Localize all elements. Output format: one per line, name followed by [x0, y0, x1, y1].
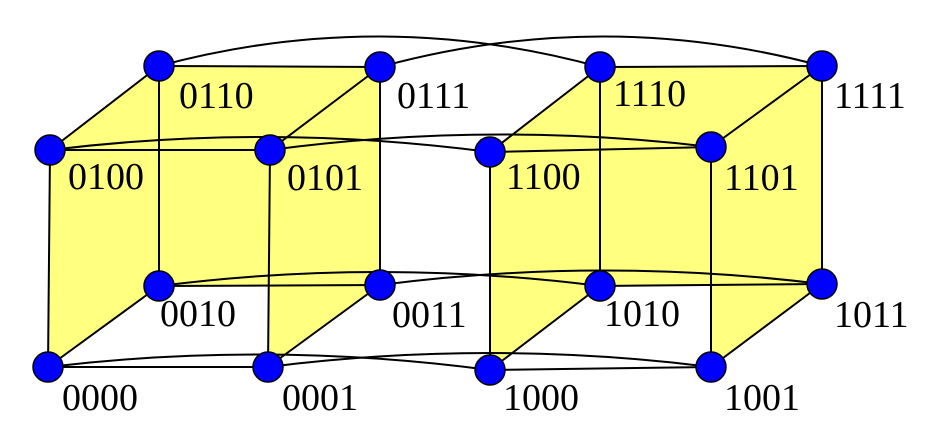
node-1101 [695, 131, 727, 163]
node-label-0000: 0000 [62, 377, 138, 419]
edge-0000-0100 [47, 149, 51, 368]
node-0010 [143, 270, 175, 302]
cross-edge-0110-1110 [158, 35, 601, 68]
edge-1000-1001 [489, 366, 712, 371]
cube-face-2 [268, 67, 380, 367]
node-label-1011: 1011 [834, 294, 909, 336]
cube-face-5 [711, 66, 822, 367]
node-0101 [254, 134, 286, 166]
node-0110 [143, 50, 175, 82]
edge-1010-1011 [599, 283, 823, 287]
node-label-1110: 1110 [613, 73, 686, 115]
node-1111 [806, 50, 838, 82]
edge-1000-1010 [489, 285, 601, 371]
node-1001 [695, 351, 727, 383]
edge-1100-1110 [489, 66, 601, 153]
edge-0001-0101 [267, 149, 271, 368]
node-label-1100: 1100 [506, 156, 581, 198]
edge-1101-1111 [710, 65, 823, 148]
node-label-1000: 1000 [503, 377, 579, 419]
node-label-1010: 1010 [604, 293, 680, 335]
edge-0010-0011 [158, 284, 381, 287]
edge-0110-0111 [158, 65, 381, 68]
edge-0101-0111 [269, 66, 381, 151]
node-1010 [584, 270, 616, 302]
node-label-0101: 0101 [287, 157, 363, 199]
edge-1100-1101 [489, 146, 712, 153]
node-label-0100: 0100 [68, 156, 144, 198]
node-label-0001: 0001 [282, 377, 358, 419]
cross-edge-0101-1101 [269, 133, 712, 151]
edge-1001-1011 [710, 283, 823, 368]
node-1011 [806, 268, 838, 300]
cube-faces [48, 66, 822, 370]
node-1000 [474, 354, 506, 386]
edge-0001-0011 [267, 284, 381, 368]
node-label-0011: 0011 [392, 294, 467, 336]
graph-nodes [32, 50, 838, 386]
edge-1110-1111 [599, 65, 823, 68]
node-0100 [34, 134, 66, 166]
node-label-0010: 0010 [160, 293, 236, 335]
node-1100 [474, 136, 506, 168]
edge-0100-0110 [49, 65, 160, 151]
cube-face-0 [48, 66, 159, 367]
node-label-1101: 1101 [724, 157, 799, 199]
node-0011 [364, 269, 396, 301]
node-0000 [32, 351, 64, 383]
node-label-0110: 0110 [179, 75, 254, 117]
node-labels: 0000 0001 0010 0011 0100 0101 0110 0111 1000 1001… [62, 73, 909, 419]
node-0001 [252, 351, 284, 383]
node-label-1001: 1001 [724, 377, 800, 419]
node-label-1111: 1111 [834, 75, 906, 117]
cross-edge-0111-1111 [379, 35, 823, 68]
node-label-0111: 0111 [397, 75, 470, 117]
cross-edge-0001-1001 [267, 352, 712, 368]
edge-0000-0010 [47, 285, 160, 368]
node-1110 [584, 51, 616, 83]
cube-face-3 [490, 67, 600, 370]
node-0111 [364, 51, 396, 83]
graph-edges [47, 35, 823, 371]
